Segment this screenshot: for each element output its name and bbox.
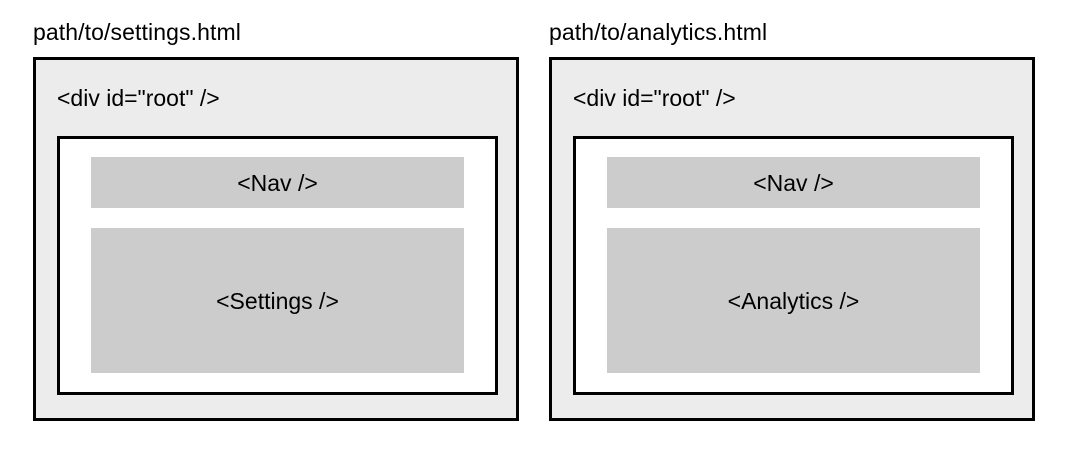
root-element-label: <div id="root" /> (57, 85, 220, 111)
component-block-nav: <Nav /> (607, 157, 980, 208)
component-label: <Analytics /> (727, 287, 860, 314)
root-container-box: <div id="root" /> <Nav /> <Settings /> (33, 57, 519, 421)
diagram-panel-settings: path/to/settings.html <div id="root" /> … (30, 0, 522, 456)
component-block-settings: <Settings /> (91, 228, 464, 373)
root-element-label: <div id="root" /> (573, 85, 736, 111)
file-path-label: path/to/settings.html (33, 19, 241, 45)
component-block-nav: <Nav /> (91, 157, 464, 208)
diagram-panel-analytics: path/to/analytics.html <div id="root" />… (546, 0, 1038, 456)
component-label: <Nav /> (237, 169, 318, 196)
file-path-label: path/to/analytics.html (549, 19, 768, 45)
component-label: <Settings /> (216, 287, 339, 314)
component-label: <Nav /> (753, 169, 834, 196)
app-shell-box: <Nav /> <Analytics /> (573, 136, 1014, 395)
app-shell-box: <Nav /> <Settings /> (57, 136, 498, 395)
root-container-box: <div id="root" /> <Nav /> <Analytics /> (549, 57, 1035, 421)
component-block-analytics: <Analytics /> (607, 228, 980, 373)
